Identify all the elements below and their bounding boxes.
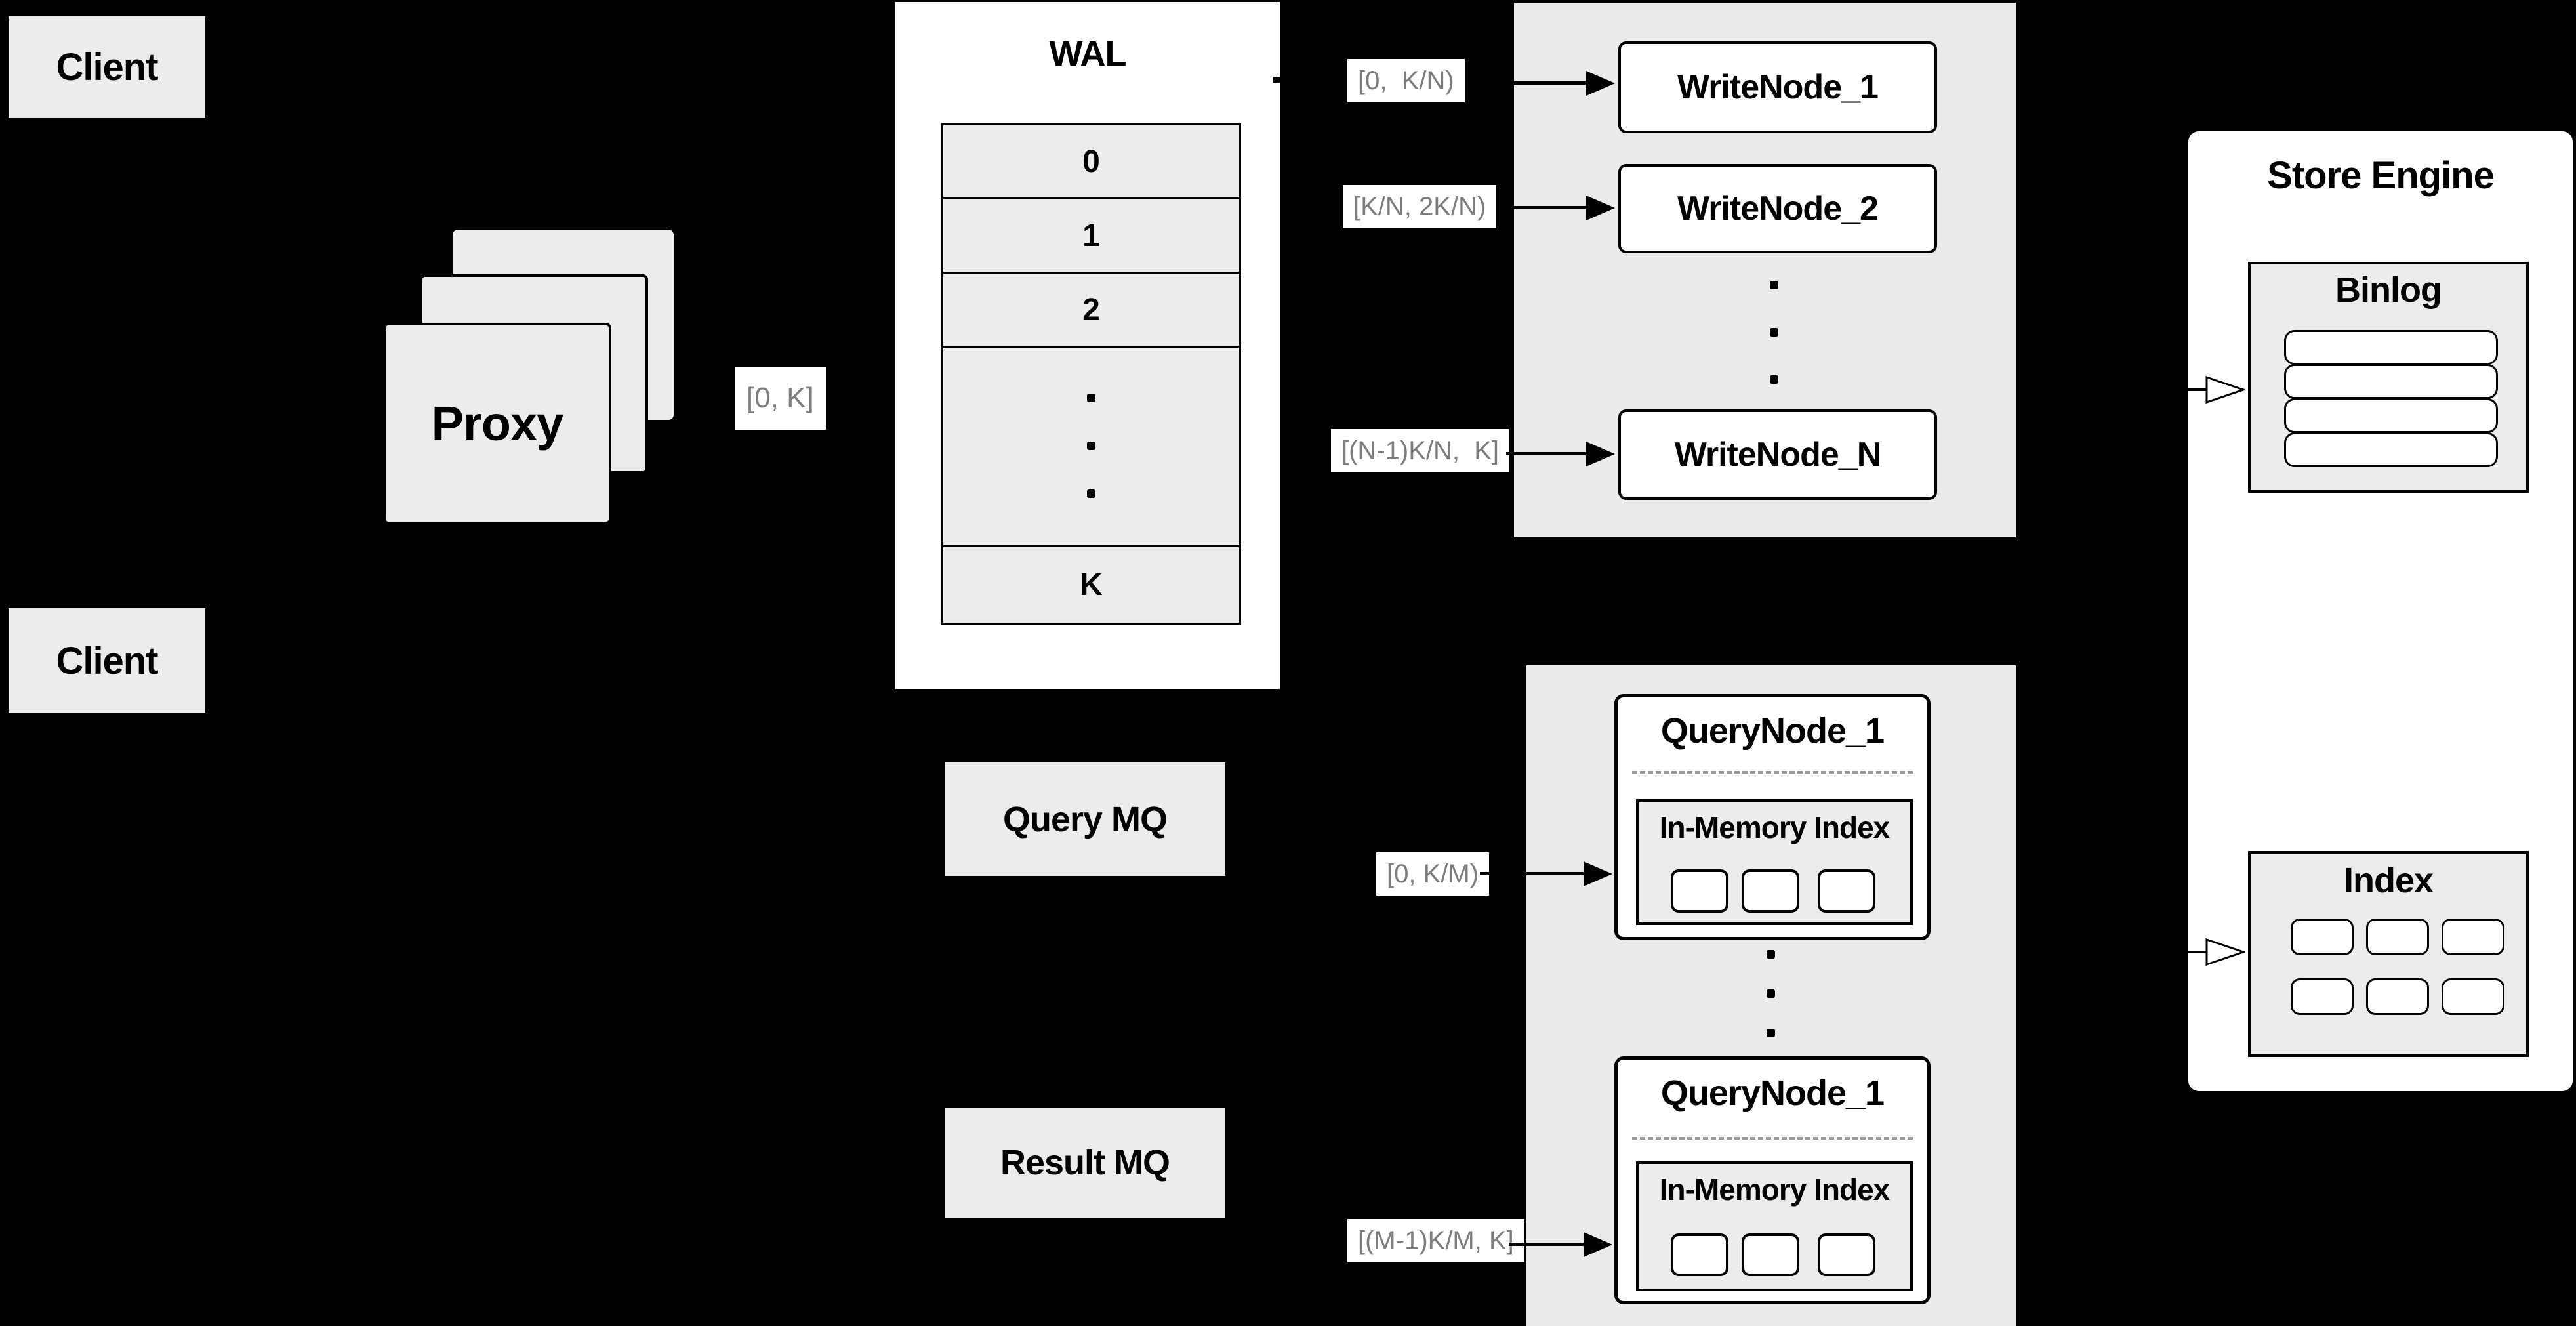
in-memory-index-box: In-Memory Index [1636, 799, 1913, 925]
arrow-into-binlog [2125, 388, 2209, 391]
write-node-n-label: WriteNode_N [1674, 436, 1882, 474]
memory-segment [1671, 1233, 1728, 1276]
write-node-2: WriteNode_2 [1618, 164, 1937, 253]
index-cell [2442, 919, 2504, 955]
arrow-to-write-node-n [1506, 452, 1587, 455]
arrow-to-query-node-bottom [1509, 1243, 1584, 1246]
store-engine-panel: Store Engine Binlog Index [2188, 131, 2573, 1091]
range-label-write-n: [(N-1)K/N, K] [1331, 429, 1510, 472]
write-nodes-panel: WriteNode_1 WriteNode_2 WriteNode_N [1514, 3, 2016, 537]
ellipsis-dot-icon [1087, 394, 1095, 402]
index-cell [2442, 978, 2504, 1015]
memory-segment [1818, 1233, 1875, 1276]
binlog-row [2284, 432, 2498, 467]
hollow-arrowhead-icon [2205, 938, 2245, 966]
query-node-top: QueryNode_1 In-Memory Index [1614, 694, 1931, 940]
arrow-into-index [2125, 951, 2209, 953]
wal-title: WAL [1049, 34, 1127, 73]
result-mq-box: Result MQ [945, 1108, 1225, 1218]
range-label-write-1: [0, K/N) [1347, 59, 1465, 102]
query-nodes-panel: QueryNode_1 In-Memory Index QueryNode_1 … [1526, 665, 2016, 1326]
wal-box: WAL 0 1 2 K [895, 2, 1280, 689]
query-node-divider [1632, 771, 1913, 774]
range-label-write-2: [K/N, 2K/N) [1343, 185, 1497, 228]
client-box-top: Client [9, 16, 205, 118]
memory-segment [1818, 869, 1875, 913]
wal-slot-0: 0 [943, 125, 1239, 199]
query-node-divider [1632, 1137, 1913, 1140]
solid-arrowhead-icon [1584, 861, 1612, 886]
client-bottom-label: Client [56, 639, 158, 682]
solid-arrowhead-icon [1586, 442, 1615, 466]
arrow-to-write-node-2 [1503, 206, 1587, 209]
binlog-box: Binlog [2248, 262, 2529, 493]
ellipsis-dot-icon [1767, 950, 1775, 959]
in-memory-index-title: In-Memory Index [1659, 810, 1891, 844]
binlog-row [2284, 330, 2498, 365]
solid-arrowhead-icon [1586, 71, 1615, 96]
proxy-card-front: Proxy [383, 323, 611, 524]
index-box: Index [2248, 851, 2529, 1057]
binlog-row [2284, 398, 2498, 433]
in-memory-index-title: In-Memory Index [1659, 1172, 1891, 1207]
ellipsis-dot-icon [1087, 489, 1095, 498]
memory-segment [1742, 1233, 1799, 1276]
range-label-proxy: [0, K] [735, 367, 826, 430]
write-node-1: WriteNode_1 [1618, 41, 1937, 133]
wal-slot-ellipsis [943, 348, 1239, 547]
write-node-n: WriteNode_N [1618, 409, 1937, 500]
ellipsis-dot-icon [1770, 281, 1778, 289]
solid-arrowhead-icon [1584, 1232, 1612, 1257]
arrow-to-write-node-1 [1479, 81, 1587, 85]
wal-slot-last: K [943, 547, 1239, 623]
range-label-query-m: [(M-1)K/M, K] [1347, 1219, 1524, 1262]
query-node-bottom: QueryNode_1 In-Memory Index [1614, 1056, 1931, 1304]
wal-slot-table: 0 1 2 K [941, 123, 1241, 625]
index-cell [2291, 919, 2354, 955]
query-node-top-title: QueryNode_1 [1660, 711, 1885, 751]
range-label-query-1: [0, K/M) [1376, 852, 1490, 896]
client-box-bottom: Client [9, 608, 205, 713]
query-mq-box: Query MQ [945, 762, 1225, 876]
query-node-bottom-title: QueryNode_1 [1660, 1073, 1885, 1113]
proxy-label: Proxy [431, 396, 564, 451]
solid-arrowhead-icon [1586, 196, 1615, 220]
index-title: Index [2343, 861, 2434, 900]
store-engine-title: Store Engine [2267, 154, 2495, 197]
ellipsis-dot-icon [1767, 1029, 1775, 1037]
binlog-title: Binlog [2335, 270, 2442, 310]
wal-arrow-stub [1273, 77, 1283, 83]
hollow-arrowhead-icon [2205, 376, 2245, 404]
result-mq-label: Result MQ [1000, 1143, 1170, 1182]
arrow-to-query-node-top [1480, 872, 1584, 875]
index-cell [2366, 919, 2429, 955]
ellipsis-dot-icon [1770, 328, 1778, 337]
query-mq-label: Query MQ [1002, 799, 1168, 839]
index-cell [2291, 978, 2354, 1015]
write-node-1-label: WriteNode_1 [1677, 68, 1879, 106]
in-memory-index-box: In-Memory Index [1636, 1161, 1913, 1291]
write-node-2-label: WriteNode_2 [1677, 190, 1879, 228]
wal-slot-1: 1 [943, 199, 1239, 274]
ellipsis-dot-icon [1767, 989, 1775, 998]
wal-slot-2: 2 [943, 274, 1239, 348]
client-top-label: Client [56, 46, 158, 89]
index-cell [2366, 978, 2429, 1015]
ellipsis-dot-icon [1770, 375, 1778, 384]
memory-segment [1742, 869, 1799, 913]
memory-segment [1671, 869, 1728, 913]
ellipsis-dot-icon [1087, 442, 1095, 450]
binlog-row [2284, 364, 2498, 399]
